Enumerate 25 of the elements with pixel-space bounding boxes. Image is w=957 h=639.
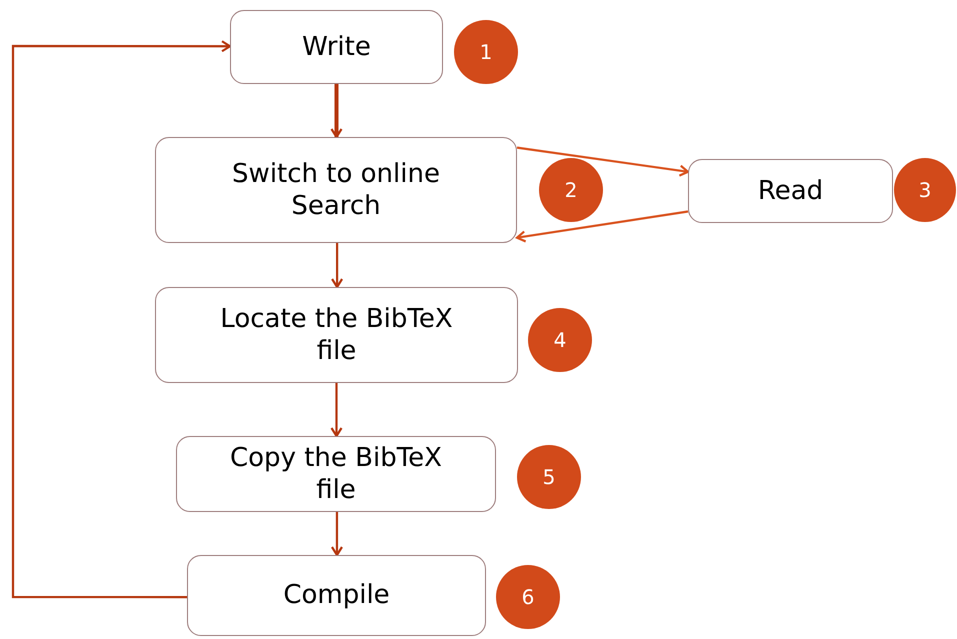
process-box xyxy=(230,10,443,84)
step-label: Switch to online Search xyxy=(231,158,441,222)
process-box xyxy=(187,555,486,636)
step-number: 6 xyxy=(496,565,560,629)
arrow xyxy=(330,512,344,556)
process-box xyxy=(155,287,518,383)
process-box xyxy=(176,436,496,512)
arrow xyxy=(12,40,232,598)
step-label: Compile xyxy=(283,579,390,612)
step-label: Write xyxy=(302,30,371,64)
arrow xyxy=(330,243,344,288)
step-number: 4 xyxy=(528,308,592,372)
arrow xyxy=(330,383,343,438)
step-label: Copy the BibTeX file xyxy=(229,442,443,506)
process-box xyxy=(155,137,517,243)
process-box xyxy=(688,159,893,223)
step-label: Read xyxy=(758,174,824,208)
arrow xyxy=(330,84,343,138)
arrow xyxy=(516,210,688,243)
step-number: 5 xyxy=(517,445,581,509)
step-number: 3 xyxy=(894,158,956,222)
step-number: 2 xyxy=(539,158,603,222)
step-number: 1 xyxy=(454,20,518,84)
step-label: Locate the BibTeX file xyxy=(219,302,454,368)
arrow xyxy=(516,146,690,177)
